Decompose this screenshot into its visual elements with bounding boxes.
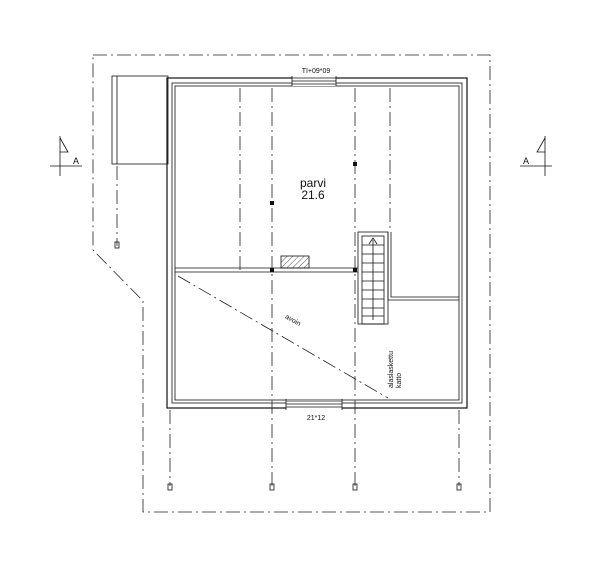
post-marker — [353, 268, 357, 272]
svg-text:alaslaskettu: alaslaskettu — [388, 351, 395, 388]
grid-markers — [114, 241, 462, 491]
post-marker — [353, 162, 357, 166]
post-marker — [270, 268, 274, 272]
grid-lines — [116, 88, 460, 486]
top-window-label: TI+09*09 — [302, 68, 331, 75]
bottom-window-label: 21*12 — [307, 415, 325, 422]
chimney — [280, 255, 310, 269]
top-window — [291, 76, 337, 86]
opening-diagonal — [177, 275, 389, 399]
outer-wall — [166, 77, 468, 409]
section-label-right: A — [523, 156, 529, 166]
room-name: parvi — [300, 176, 326, 190]
opening-label: avoin — [284, 313, 302, 327]
section-marker-right — [520, 136, 552, 176]
bottom-window — [285, 399, 343, 410]
roof-outline — [92, 54, 491, 513]
svg-text:katto: katto — [396, 373, 403, 388]
dropped-ceiling-outline — [387, 232, 459, 301]
porch-extension — [111, 75, 169, 165]
section-marker-left — [50, 136, 82, 176]
room-area: 21.6 — [301, 188, 325, 202]
inner-wall — [171, 82, 463, 404]
section-label-left: A — [73, 156, 79, 166]
staircase — [357, 231, 389, 325]
post-marker — [270, 201, 274, 205]
dropped-ceiling-label: alaslaskettu katto — [388, 351, 403, 388]
